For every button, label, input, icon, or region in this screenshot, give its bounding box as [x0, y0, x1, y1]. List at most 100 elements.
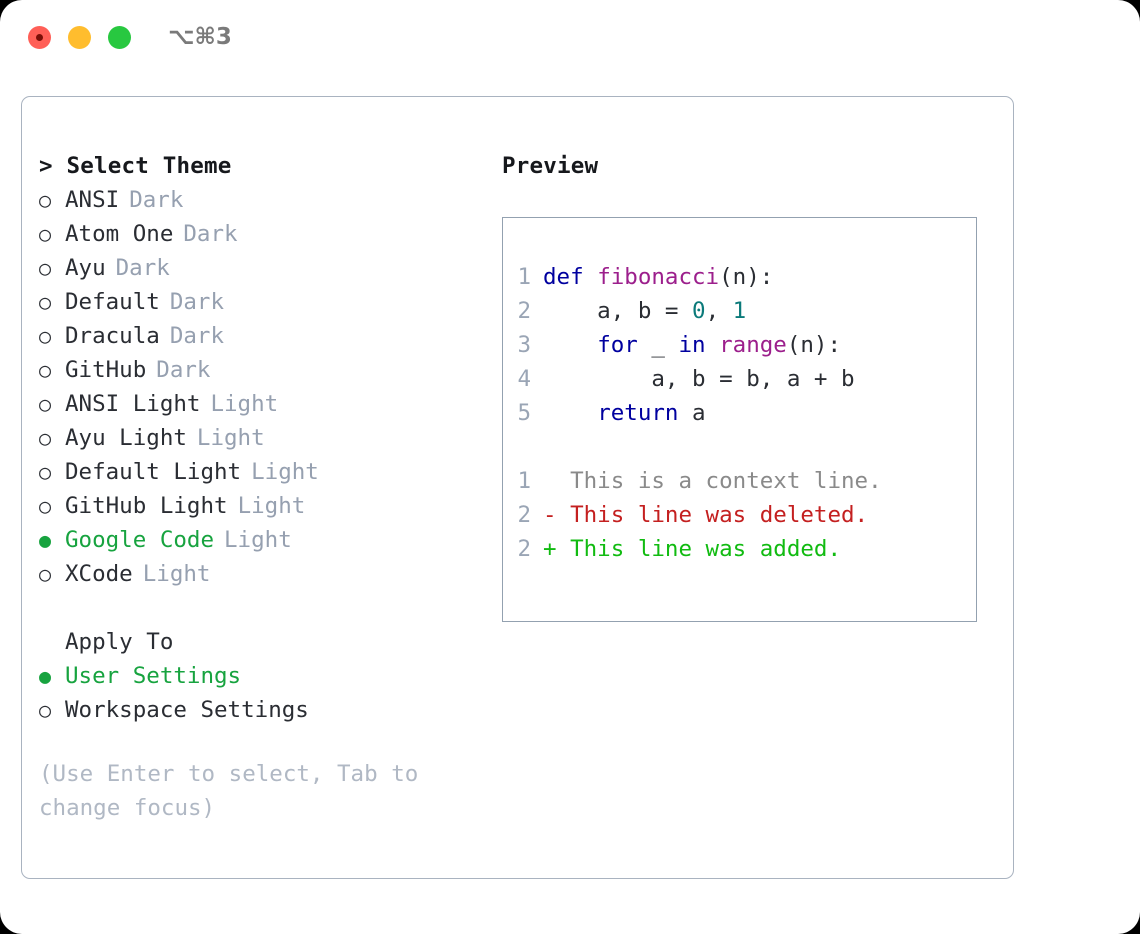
theme-variant-tag: Dark: [169, 323, 225, 349]
theme-option-xcode[interactable]: ○ XCode Light: [39, 557, 489, 591]
code-token-fn: fibonacci: [597, 264, 720, 290]
code-token-plain: [706, 332, 720, 358]
code-token-plain: a, b = b, a + b: [543, 366, 855, 392]
theme-name-label: Default Light: [65, 459, 242, 485]
apply-to-option-user-settings[interactable]: ●User Settings: [39, 659, 489, 693]
line-number: 1: [517, 264, 531, 290]
radio-unselected-icon: ○: [39, 188, 52, 212]
code-token-del: - This line was deleted.: [543, 502, 869, 528]
code-line-text: a, b = 0, 1: [543, 294, 746, 328]
apply-to-list[interactable]: ●User Settings○Workspace Settings: [39, 659, 489, 727]
code-line-text: def fibonacci(n):: [543, 260, 773, 294]
theme-name-label: Atom One: [65, 221, 174, 247]
close-window-icon[interactable]: [28, 26, 51, 49]
line-number: 2: [517, 502, 531, 528]
code-line-text: return a: [543, 396, 705, 430]
code-token-plain: (n):: [786, 332, 842, 358]
theme-variant-tag: Light: [210, 391, 279, 417]
code-token-plain: ,: [705, 298, 733, 324]
maximize-window-icon[interactable]: [108, 26, 131, 49]
code-token-fn: range: [719, 332, 787, 358]
code-token-kw: in: [678, 332, 706, 358]
theme-option-ansi-light[interactable]: ○ ANSI Light Light: [39, 387, 489, 421]
theme-option-default-light[interactable]: ○ Default Light Light: [39, 455, 489, 489]
theme-name-label: Default: [65, 289, 160, 315]
radio-unselected-icon: ○: [39, 426, 52, 450]
theme-option-ayu-light[interactable]: ○ Ayu Light Light: [39, 421, 489, 455]
theme-variant-tag: Dark: [183, 221, 238, 247]
theme-name-label: Ayu Light: [65, 425, 187, 451]
theme-variant-tag: Dark: [169, 289, 225, 315]
diff-line: 2 - This line was deleted.: [503, 498, 976, 532]
minimize-window-icon[interactable]: [68, 26, 91, 49]
code-token-plain: _: [637, 332, 679, 358]
line-number: 2: [517, 298, 531, 324]
radio-selected-icon: ●: [39, 664, 52, 688]
radio-unselected-icon: ○: [39, 324, 52, 348]
select-theme-heading: > Select Theme: [39, 153, 232, 179]
diff-sample: 1 This is a context line. 2 - This line wa…: [503, 464, 976, 566]
theme-variant-tag: Light: [224, 527, 292, 553]
code-token-num: 0: [692, 298, 706, 324]
code-line: 2 a, b = 0, 1: [503, 294, 976, 328]
theme-option-ansi[interactable]: ○ ANSI Dark: [39, 183, 489, 217]
diff-line-text: This is a context line.: [543, 464, 882, 498]
theme-variant-tag: Light: [196, 425, 265, 451]
theme-name-label: ANSI Light: [65, 391, 201, 417]
diff-line: 2+ This line was added.: [503, 532, 976, 566]
code-line: 5 return a: [503, 396, 976, 430]
code-token-plain: a, b =: [543, 298, 693, 324]
code-token-plain: [543, 400, 597, 426]
theme-variant-tag: Dark: [129, 187, 184, 213]
diff-line: 1 This is a context line.: [503, 464, 976, 498]
keyboard-shortcut-label: ⌥⌘3: [168, 24, 232, 50]
radio-unselected-icon: ○: [39, 392, 52, 416]
line-number: 3: [517, 332, 531, 358]
theme-name-label: GitHub: [65, 357, 147, 383]
code-blank-line: [503, 430, 976, 464]
diff-line-text: - This line was deleted.: [543, 498, 868, 532]
radio-unselected-icon: ○: [39, 494, 52, 518]
theme-option-dracula[interactable]: ○ Dracula Dark: [39, 319, 489, 353]
theme-name-label: Dracula: [65, 323, 160, 349]
code-line-text: a, b = b, a + b: [543, 362, 855, 396]
theme-name-label: GitHub Light: [65, 493, 228, 519]
radio-unselected-icon: ○: [39, 698, 52, 722]
code-line: 3 for _ in range(n):: [503, 328, 976, 362]
radio-unselected-icon: ○: [39, 460, 52, 484]
theme-variant-tag: Dark: [156, 357, 211, 383]
radio-selected-icon: ●: [39, 528, 52, 552]
theme-variant-tag: Dark: [115, 255, 170, 281]
radio-unselected-icon: ○: [39, 256, 52, 280]
code-token-ctx: This is a context line.: [543, 468, 882, 494]
theme-name-label: XCode: [65, 561, 133, 587]
title-bar: ⌥⌘3: [0, 0, 1140, 78]
radio-unselected-icon: ○: [39, 562, 52, 586]
apply-to-heading: Apply To: [65, 629, 174, 655]
theme-name-label: ANSI: [65, 187, 120, 213]
code-token-kw: for: [597, 332, 638, 358]
code-token-plain: [543, 332, 597, 358]
theme-variant-tag: Light: [142, 561, 211, 587]
line-number: 5: [517, 400, 531, 426]
code-token-num: 1: [732, 298, 747, 324]
code-line: 4 a, b = b, a + b: [503, 362, 976, 396]
theme-variant-tag: Light: [251, 459, 319, 485]
line-number: 2: [517, 536, 531, 562]
apply-to-option-workspace-settings[interactable]: ○Workspace Settings: [39, 693, 489, 727]
keyboard-hint-text: (Use Enter to select, Tab to change focu…: [39, 761, 419, 821]
line-number: 4: [517, 366, 531, 392]
code-line: 1 def fibonacci(n):: [503, 260, 976, 294]
